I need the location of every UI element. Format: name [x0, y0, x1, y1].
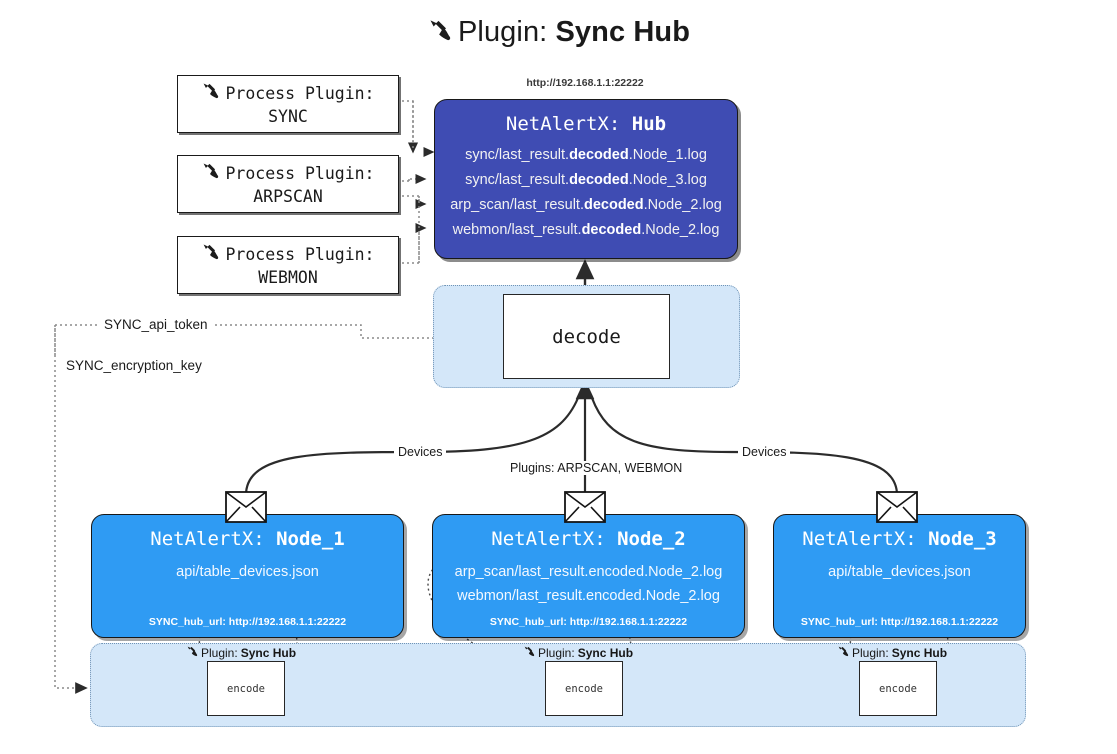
plug-icon: [201, 81, 221, 106]
node-line: api/table_devices.json: [176, 564, 319, 580]
hub-log-line: arp_scan/last_result.decoded.Node_2.log: [450, 197, 722, 213]
hub-title: NetAlertX: Hub: [435, 113, 737, 135]
envelope-icon: [225, 491, 267, 523]
hub-node[interactable]: NetAlertX: Hub sync/last_result.decoded.…: [434, 99, 738, 259]
title-prefix: Plugin:: [457, 16, 556, 48]
plug-icon: [186, 645, 199, 661]
process-plugin-sync[interactable]: Process Plugin: SYNC: [177, 75, 399, 133]
edge-label-plugins: Plugins: ARPSCAN, WEBMON: [506, 461, 687, 475]
hub-log-line: sync/last_result.decoded.Node_3.log: [465, 172, 707, 188]
page-title: Plugin: Sync Hub: [0, 16, 1117, 52]
hub-title-prefix: NetAlertX:: [505, 113, 632, 135]
sync-api-token-label: SYNC_api_token: [100, 317, 212, 332]
decode-box[interactable]: decode: [503, 294, 670, 379]
hub-log-line: webmon/last_result.decoded.Node_2.log: [452, 222, 720, 238]
hub-title-name: Hub: [631, 113, 667, 135]
title-name: Sync Hub: [555, 16, 691, 48]
hub-url: http://192.168.1.1:22222: [526, 77, 644, 89]
encode-box-node-1[interactable]: encode: [207, 661, 285, 716]
process-plugin-name: SYNC: [268, 107, 308, 126]
plug-icon: [201, 161, 221, 186]
node-title: NetAlertX: Node_3: [802, 528, 997, 550]
node-lines: arp_scan/last_result.encoded.Node_2.log …: [433, 560, 744, 608]
envelope-icon: [564, 491, 606, 523]
hub-log-list: sync/last_result.decoded.Node_1.log sync…: [435, 143, 737, 243]
process-plugin-label: Process Plugin:: [225, 163, 375, 183]
node-hub-url: SYNC_hub_url: http://192.168.1.1:22222: [148, 616, 347, 628]
hub-log-line: sync/last_result.decoded.Node_1.log: [465, 147, 707, 163]
node-1[interactable]: NetAlertX: Node_1 api/table_devices.json…: [91, 514, 404, 638]
process-plugin-name: ARPSCAN: [253, 187, 323, 206]
node-title: NetAlertX: Node_1: [150, 528, 345, 550]
process-plugin-arpscan[interactable]: Process Plugin: ARPSCAN: [177, 155, 399, 213]
node-2[interactable]: NetAlertX: Node_2 arp_scan/last_result.e…: [432, 514, 745, 638]
node-line: api/table_devices.json: [828, 564, 971, 580]
node-line: arp_scan/last_result.encoded.Node_2.log: [454, 564, 723, 580]
node-lines: api/table_devices.json: [92, 560, 403, 584]
node-hub-url: SYNC_hub_url: http://192.168.1.1:22222: [489, 616, 688, 628]
encoder-caption-node-3: Plugin: Sync Hub: [837, 645, 947, 661]
envelope-icon: [876, 491, 918, 523]
plug-icon: [427, 17, 454, 52]
edge-label-devices-right: Devices: [738, 445, 791, 459]
node-hub-url: SYNC_hub_url: http://192.168.1.1:22222: [800, 616, 999, 628]
sync-encryption-key-label: SYNC_encryption_key: [62, 358, 206, 373]
encode-box-node-3[interactable]: encode: [859, 661, 937, 716]
encode-box-node-2[interactable]: encode: [545, 661, 623, 716]
plug-icon: [201, 242, 221, 267]
encoder-caption-node-2: Plugin: Sync Hub: [523, 645, 633, 661]
plug-icon: [837, 645, 850, 661]
encoder-caption-node-1: Plugin: Sync Hub: [186, 645, 296, 661]
node-3[interactable]: NetAlertX: Node_3 api/table_devices.json…: [773, 514, 1026, 638]
plug-icon: [523, 645, 536, 661]
node-lines: api/table_devices.json: [774, 560, 1025, 584]
process-plugin-webmon[interactable]: Process Plugin: WEBMON: [177, 236, 399, 294]
process-plugin-label: Process Plugin:: [225, 83, 375, 103]
process-plugin-name: WEBMON: [258, 268, 318, 287]
node-line: webmon/last_result.encoded.Node_2.log: [457, 588, 720, 604]
node-title: NetAlertX: Node_2: [491, 528, 686, 550]
edge-label-devices-left: Devices: [394, 445, 447, 459]
process-plugin-label: Process Plugin:: [225, 244, 375, 264]
